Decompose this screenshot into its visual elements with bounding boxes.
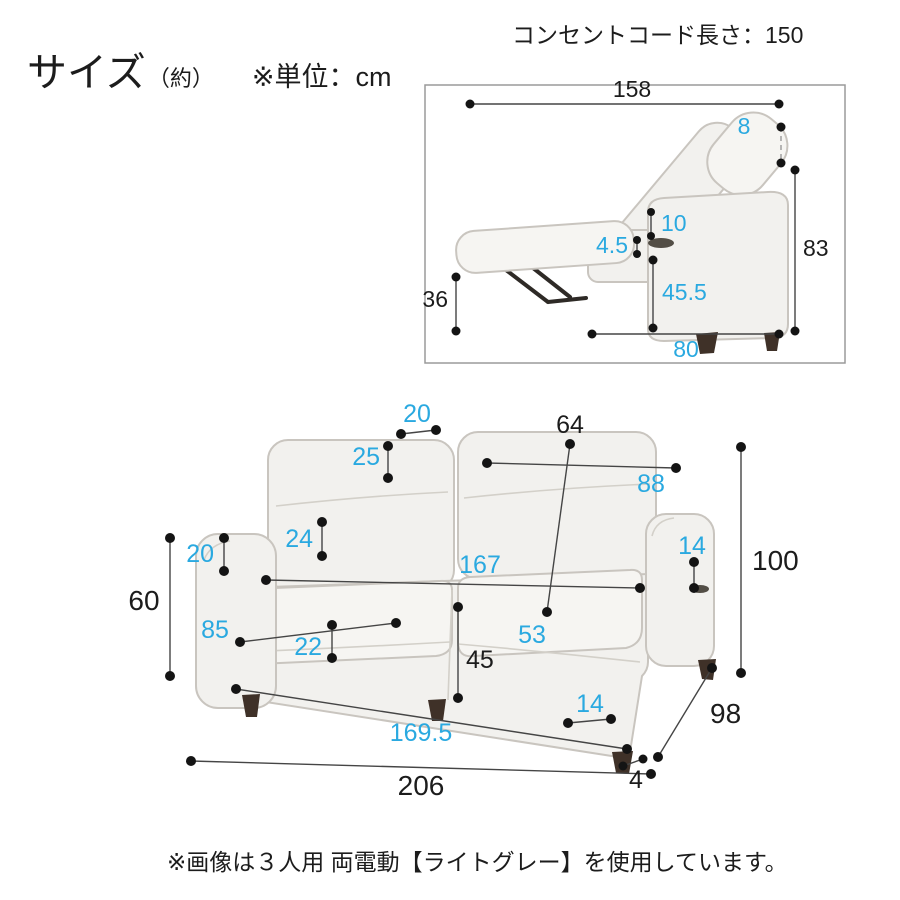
dim-label-88: 88 (637, 470, 665, 498)
dim-leg-offset: 4 (618, 754, 648, 794)
dim-label-14-leg: 14 (576, 690, 604, 718)
dim-inner-width: 167 (261, 551, 645, 593)
dim-label-4-5: 4.5 (596, 232, 628, 258)
dim-inset-base-depth: 80 (587, 329, 784, 362)
dim-label-100: 100 (752, 545, 799, 576)
sofa-arm-right (645, 513, 715, 667)
dim-label-14-arm: 14 (678, 532, 706, 560)
dim-arm-width-left: 20 (186, 533, 229, 576)
page-title: サイズ (27, 51, 146, 95)
dim-inset-back-height: 83 (790, 165, 829, 336)
cord-length-note: コンセントコード長さ：150 (512, 22, 804, 48)
dim-front-inner-width: 169.5 (231, 684, 632, 754)
dim-total-width: 206 (186, 756, 656, 801)
dim-label-10: 10 (661, 210, 687, 236)
dim-inset-panel-thickness: 4.5 (596, 232, 641, 258)
footer-note: ※画像は３人用 両電動【ライトグレー】を使用しています。 (167, 849, 788, 875)
page-header: サイズ （約） ※単位：cm (27, 40, 391, 98)
dim-label-53: 53 (518, 621, 546, 649)
dim-arm-height: 60 (128, 533, 175, 681)
dim-total-depth: 98 (653, 663, 741, 762)
dim-inset-headrest-offset: 8 (738, 113, 786, 168)
sofa-front-view (195, 431, 716, 774)
headrest-seam-left (275, 491, 449, 507)
dim-label-64: 64 (556, 411, 584, 439)
arm-seam-right (651, 517, 675, 537)
page-title-note: （約） (147, 66, 214, 91)
dim-total-height: 100 (736, 442, 799, 678)
dim-label-98: 98 (710, 698, 741, 729)
power-button-panel-side (648, 238, 674, 248)
sofa-foot-front-center (428, 699, 446, 721)
dim-label-24: 24 (285, 525, 313, 553)
dim-label-8: 8 (738, 113, 751, 139)
dim-back-depth: 24 (285, 517, 327, 561)
dim-inset-legrest-height: 36 (422, 272, 461, 336)
unit-label: ※単位：cm (251, 62, 392, 92)
dim-seat-depth: 85 (201, 616, 401, 647)
dim-leg-width: 14 (563, 690, 616, 728)
dim-label-158: 158 (613, 76, 651, 102)
dim-seat-thickness: 22 (294, 620, 337, 663)
seat-split-seam (447, 589, 453, 701)
dim-inset-arm-gap: 10 (647, 208, 687, 240)
dim-label-20-arm: 20 (186, 540, 214, 568)
dim-label-4: 4 (629, 766, 643, 794)
dim-arm-width-right: 14 (678, 532, 706, 593)
inset-side-view: 158 8 83 36 (422, 76, 846, 364)
dim-label-83: 83 (803, 235, 829, 261)
seat-front-seam-right (457, 643, 641, 663)
headrest-seam-right (463, 483, 651, 499)
dim-label-80: 80 (673, 336, 699, 362)
sofa-side-view (455, 111, 789, 354)
dim-label-85: 85 (201, 616, 229, 644)
dim-seat-front-height: 45 (453, 602, 494, 703)
dim-back-cushion-width: 88 (482, 458, 681, 498)
sofa-headrest-side (706, 111, 789, 197)
dim-label-169-5: 169.5 (390, 719, 453, 747)
dim-label-206: 206 (398, 770, 445, 801)
dim-label-45-5: 45.5 (662, 279, 707, 305)
dim-label-20-top: 20 (403, 400, 431, 428)
dim-label-25: 25 (352, 443, 380, 471)
dim-back-top-right: 64 53 (518, 411, 584, 649)
dim-label-22: 22 (294, 633, 322, 661)
sofa-foot-side-front (696, 332, 718, 354)
dim-label-60: 60 (128, 585, 159, 616)
dim-label-45: 45 (466, 646, 494, 674)
inset-border (424, 84, 846, 364)
dim-label-36: 36 (422, 286, 448, 312)
dim-label-167: 167 (459, 551, 501, 579)
dim-headrest-height: 25 (352, 441, 393, 483)
dim-inset-seat-height: 45.5 (648, 255, 707, 333)
sofa-arm-side (647, 190, 789, 343)
dim-inset-width-total: 158 (465, 76, 784, 109)
sofa-foot-front-left (242, 694, 260, 717)
sofa-arm-left (195, 533, 277, 709)
dim-headrest-top: 20 (396, 400, 441, 439)
